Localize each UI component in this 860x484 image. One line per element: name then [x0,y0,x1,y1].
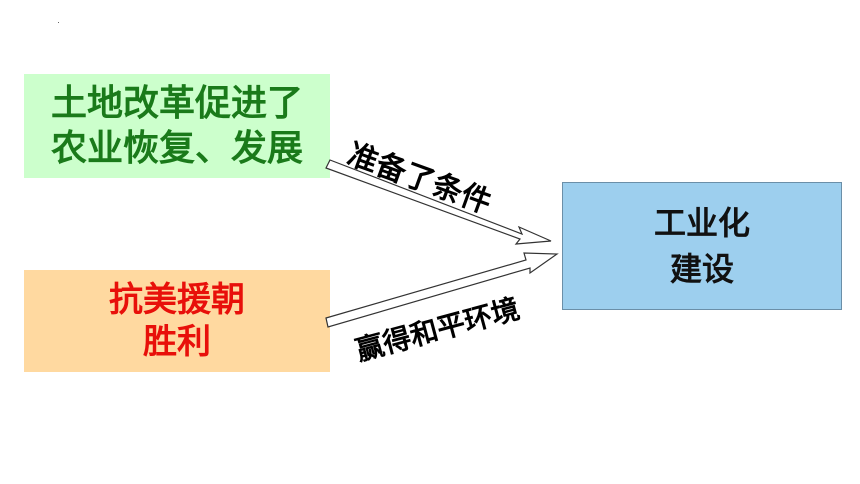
korean-war-line-2: 胜利 [143,322,211,362]
top-arrow [325,159,552,245]
land-reform-box: 土地改革促进了 农业恢复、发展 [24,74,330,178]
decorative-dot [58,22,59,23]
industrialization-line-1: 工业化 [653,203,750,242]
korean-war-box: 抗美援朝 胜利 [24,270,330,372]
korean-war-line-1: 抗美援朝 [109,279,245,320]
land-reform-line-1: 土地改革促进了 [50,83,303,124]
industrialization-line-2: 建设 [669,250,734,288]
industrialization-box: 工业化 建设 [562,182,842,310]
bottom-arrow [325,252,559,328]
land-reform-line-2: 农业恢复、发展 [50,128,303,169]
